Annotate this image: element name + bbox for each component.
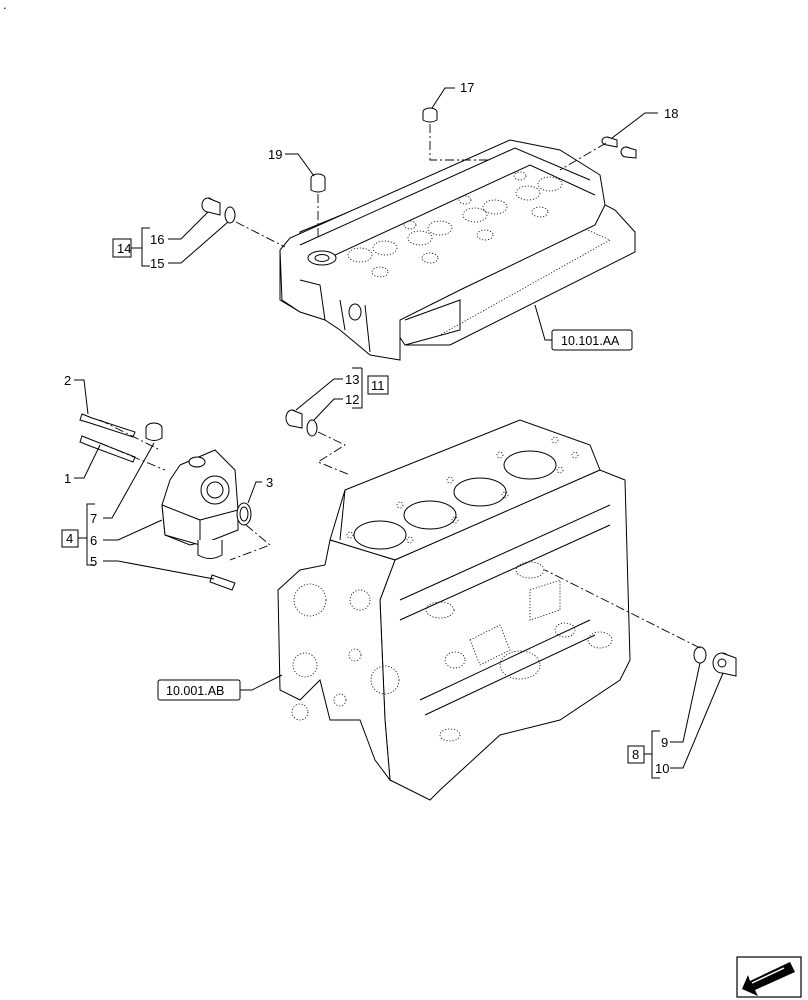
kit-box-11: [367, 375, 389, 395]
callout-11: 11: [371, 378, 385, 393]
callout-16: 16: [150, 232, 164, 247]
assembly-lines: [99, 124, 701, 649]
callout-1: 1: [64, 471, 71, 486]
callout-19: 19: [268, 147, 282, 162]
ref-box-cylinder-head[interactable]: [551, 329, 633, 351]
drain-plug-9-10: [693, 646, 737, 677]
bolts: [79, 413, 136, 463]
callout-8: 8: [632, 747, 639, 762]
plug-15-16: [201, 197, 236, 224]
callout-6: 6: [90, 533, 97, 548]
corner-mark: .: [3, 0, 7, 12]
seal-ring-3: [236, 502, 252, 526]
ref-box-engine-block[interactable]: [157, 679, 241, 701]
plugs-18: [601, 136, 637, 159]
ref-label-cylinder-head[interactable]: 10.101.AA: [561, 334, 620, 348]
callout-14: 14: [117, 241, 131, 256]
plug-19: [310, 173, 326, 193]
cylinder-head: [279, 139, 636, 361]
callout-10: 10: [655, 761, 669, 776]
callout-7: 7: [90, 511, 97, 526]
ref-label-engine-block[interactable]: 10.001.AB: [166, 684, 224, 698]
plug-12-13: [285, 409, 318, 437]
callout-17: 17: [460, 80, 474, 95]
callout-9: 9: [661, 735, 668, 750]
callout-2: 2: [64, 373, 71, 388]
pin-5: [209, 574, 236, 591]
callout-12: 12: [345, 392, 359, 407]
leader-lines: [74, 87, 724, 769]
callout-18: 18: [664, 106, 678, 121]
callout-3: 3: [266, 475, 273, 490]
callout-15: 15: [150, 256, 164, 271]
next-page-arrow-icon[interactable]: [736, 956, 802, 998]
plug-17: [422, 107, 438, 123]
callout-13: 13: [345, 372, 359, 387]
callout-4: 4: [66, 531, 73, 546]
engine-block: [277, 419, 631, 801]
group-brackets: [86, 227, 660, 779]
callout-5: 5: [90, 554, 97, 569]
filter-head-assembly: [145, 422, 239, 559]
